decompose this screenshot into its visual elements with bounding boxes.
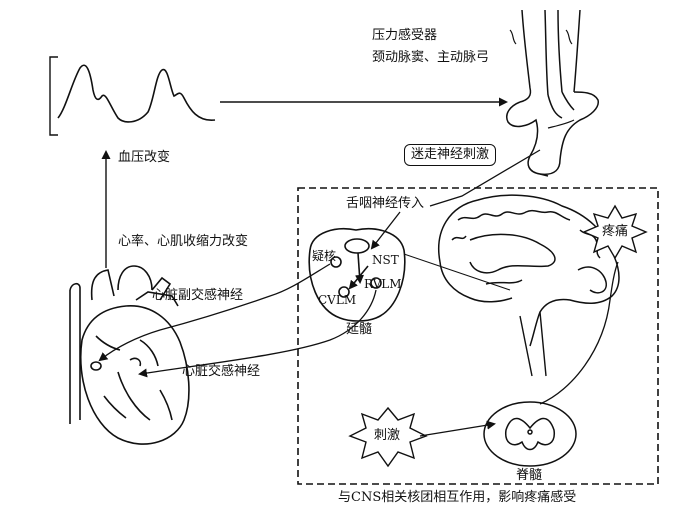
arrow-stimulus-to-spinal: [419, 420, 496, 437]
rvlm-label: RVLM: [364, 277, 402, 291]
bp-change-label: 血压改变: [118, 150, 171, 165]
medulla-drawing: [308, 228, 406, 322]
nst-label: NST: [372, 253, 399, 267]
spinal-cord-label: 脊髓: [516, 468, 543, 483]
afferent-line: [429, 149, 541, 207]
bp-waveform: [49, 56, 216, 136]
carotid-aortic-label: 颈动脉窦、主动脉弓: [372, 50, 490, 65]
parasympathetic-path: [98, 263, 331, 362]
brain-medulla-link: [403, 253, 511, 291]
heart-drawing: [69, 265, 190, 445]
sympathetic-path: [138, 289, 377, 378]
spinal-cord-drawing: [483, 401, 577, 467]
brain-drawing: [438, 194, 620, 377]
cns-region-box: [297, 187, 659, 485]
ascending-pain-path: [539, 261, 619, 405]
sympathetic-label: 心脏交感神经: [182, 364, 261, 379]
parasympathetic-label: 心脏副交感神经: [152, 288, 244, 303]
stimulus-burst: [348, 406, 428, 468]
arrow-afferent-to-nst: [370, 211, 401, 250]
pain-burst: [582, 204, 648, 260]
hr-change-label: 心率、心肌收缩力改变: [118, 234, 249, 249]
glossopharyngeal-label: 舌咽神经传入: [346, 196, 425, 211]
baroreceptor-label: 压力感受器: [372, 28, 438, 43]
caption: 与CNS相关核团相互作用，影响疼痛感受: [338, 490, 577, 505]
pain-label: 疼痛: [602, 224, 629, 239]
cvlm-label: CVLM: [318, 293, 357, 307]
stimulus-label: 刺激: [374, 428, 401, 443]
nucleus-ambiguus-label: 疑核: [312, 249, 337, 263]
vagal-stim-box: 迷走神经刺激: [404, 144, 497, 166]
aortic-arch-drawing: [506, 9, 599, 177]
medulla-label: 延髓: [346, 322, 373, 337]
